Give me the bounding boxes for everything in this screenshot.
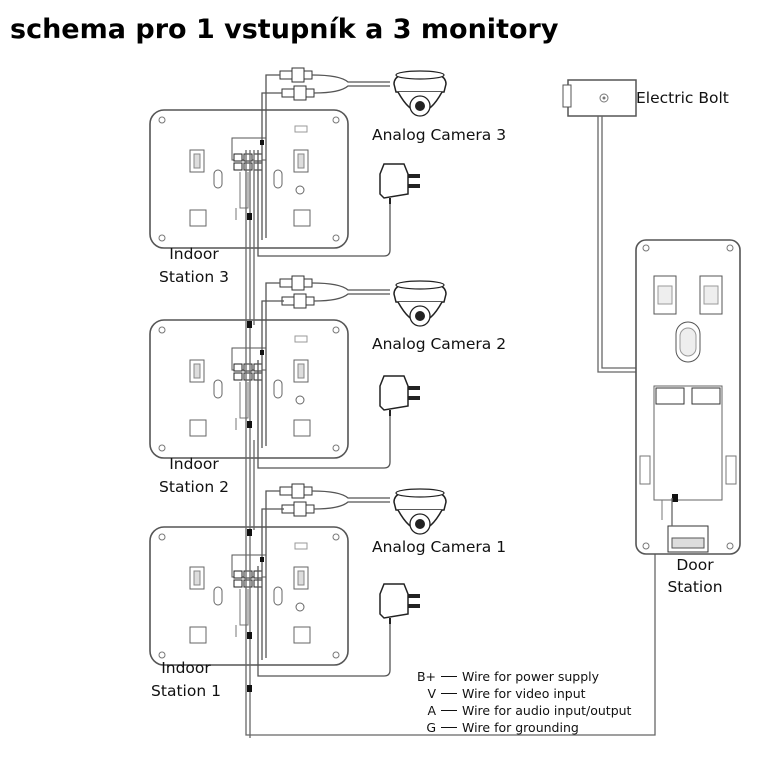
door-station xyxy=(635,239,741,555)
door-station-label-line2: Station xyxy=(667,578,723,596)
indoor-station-3-label-line2: Station 3 xyxy=(159,268,229,286)
indoor-station-1-label-line2: Station 1 xyxy=(151,682,221,700)
wire-legend: B+ Wire for power supply V Wire for video … xyxy=(408,668,632,736)
legend-code: B+ xyxy=(416,669,436,684)
legend-code: A xyxy=(427,703,436,718)
legend-code: V xyxy=(427,686,436,701)
video-plug-2a xyxy=(279,275,313,291)
indoor-station-1-label-line1: Indoor xyxy=(161,659,211,677)
video-plug-3a xyxy=(279,67,313,83)
analog-camera-2 xyxy=(393,280,447,327)
power-adapter-1 xyxy=(379,583,421,625)
door-station-label-line1: Door xyxy=(676,556,714,574)
legend-text: Wire for video input xyxy=(462,686,586,701)
video-plug-1a xyxy=(279,483,313,499)
video-plug-2b xyxy=(281,293,315,309)
indoor-station-1 xyxy=(149,526,349,666)
camera-cables xyxy=(261,74,390,660)
indoor-station-3 xyxy=(149,109,349,249)
legend-text: Wire for power supply xyxy=(462,669,600,684)
video-plug-1b xyxy=(281,501,315,517)
wire-markers xyxy=(247,140,264,692)
camera-3-label: Analog Camera 3 xyxy=(372,126,507,144)
electric-bolt xyxy=(562,79,637,117)
indoor-station-3-label-line1: Indoor xyxy=(169,245,219,263)
page-title: schema pro 1 vstupník a 3 monitory xyxy=(10,14,559,45)
legend-row-video: V Wire for video input xyxy=(408,685,631,702)
camera-1-label: Analog Camera 1 xyxy=(372,538,507,556)
legend-code: G xyxy=(426,720,436,735)
indoor-station-2-label-line1: Indoor xyxy=(169,455,219,473)
analog-camera-1 xyxy=(393,488,447,535)
door-marker xyxy=(672,494,678,502)
power-adapter-2 xyxy=(379,375,421,417)
analog-camera-3 xyxy=(393,70,447,117)
indoor-station-2-label-line2: Station 2 xyxy=(159,478,229,496)
legend-row-ground: G Wire for grounding xyxy=(408,719,631,736)
power-cables xyxy=(257,150,391,677)
indoor-station-2 xyxy=(149,319,349,459)
legend-row-audio: A Wire for audio input/output xyxy=(408,702,631,719)
video-plug-3b xyxy=(281,85,315,101)
electric-bolt-label: Electric Bolt xyxy=(636,89,729,107)
legend-text: Wire for grounding xyxy=(462,720,579,735)
power-adapter-3 xyxy=(379,163,421,205)
camera-2-label: Analog Camera 2 xyxy=(372,335,507,353)
legend-row-power: B+ Wire for power supply xyxy=(408,668,631,685)
legend-text: Wire for audio input/output xyxy=(462,703,632,718)
